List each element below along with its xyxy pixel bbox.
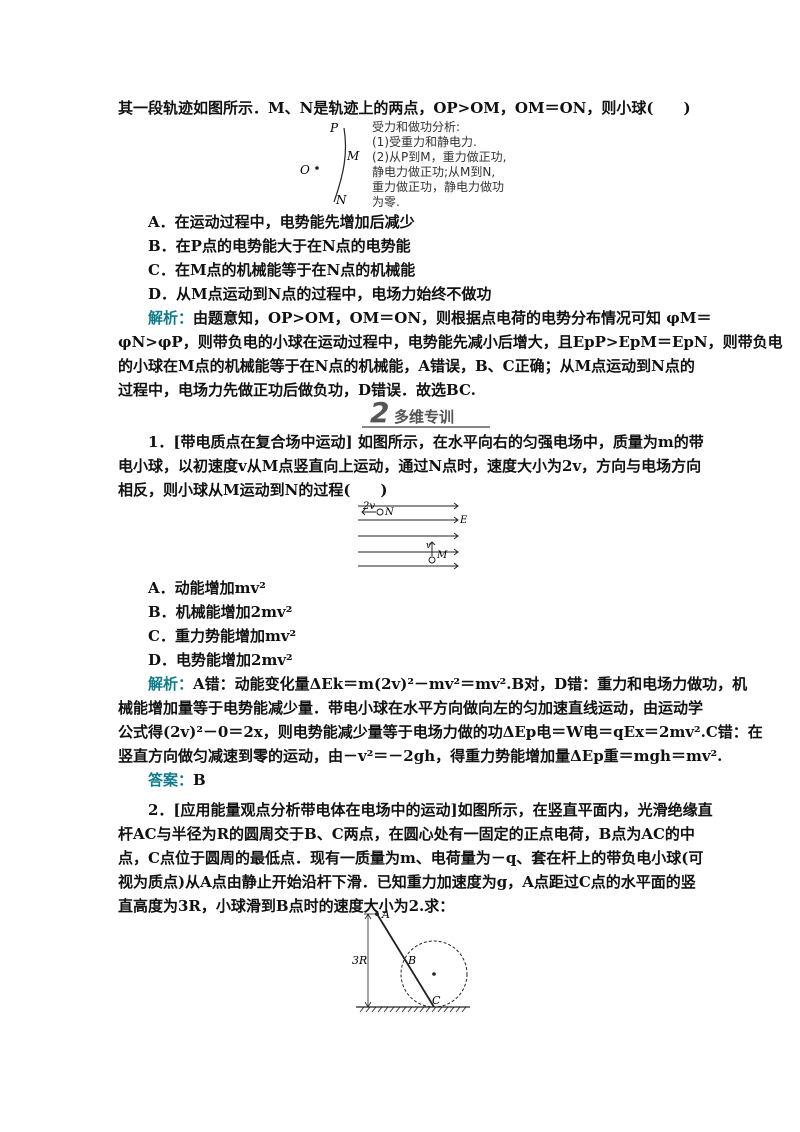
banner-number: 2 (370, 396, 390, 429)
label-n: N (335, 193, 347, 207)
label-m: M (346, 149, 360, 163)
label-p: P (329, 121, 339, 135)
q1-option-c: C．重力势能增加mv² (148, 627, 297, 645)
force-work-note: 受力和做功分析: (1)受重力和静电力. (2)从P到M，重力做正功, 静电力做… (372, 120, 507, 209)
q1-option-a: A．动能增加mv² (148, 579, 266, 597)
label-v: v (426, 541, 431, 551)
label-2v: 2v (362, 501, 375, 512)
q1-analysis-line-3: 公式得(2v)²－0＝2x，则电势能减少量等于电场力做的功ΔEp电＝W电＝qEx… (118, 723, 763, 741)
q0-option-b: B．在P点的电势能大于在N点的电势能 (148, 237, 411, 255)
q2-line-3: 点，C点位于圆周的最低点．现有一质量为m、电荷量为－q、套在杆上的带负电小球(可 (118, 849, 704, 867)
q0-option-d: D．从M点运动到N点的过程中，电场力始终不做功 (148, 285, 492, 303)
label-n2: N (384, 507, 395, 518)
section-banner: 2 多维专训 (362, 396, 492, 429)
label-c: C (432, 994, 441, 1007)
q1-option-d: D．电势能增加2mv² (148, 651, 293, 669)
label-b: B (407, 954, 416, 967)
q1-analysis-line-4: 竖直方向做匀减速到零的运动，由－v²＝－2gh，得重力势能增加量ΔEp重＝mgh… (118, 747, 723, 765)
q1-line-1: 1．[带电质点在复合场中运动] 如图所示，在水平向右的匀强电场中，质量为m的带 (148, 433, 704, 451)
label-m2: M (436, 550, 448, 561)
q0-analysis-line-3: 的小球在M点的机械能等于在N点的机械能，A错误，B、C正确；从M点运动到N点的 (118, 357, 695, 375)
q2-line-2: 杆AC与半径为R的圆周交于B、C两点，在圆心处有一固定的正点电荷，B点为AC的中 (118, 825, 695, 843)
q0-option-a: A．在运动过程中，电势能先增加后减少 (148, 213, 415, 231)
electric-field-figure: 2v N E v M (358, 501, 468, 570)
q1-line-3: 相反，则小球从M运动到N的过程( ) (118, 481, 388, 499)
q1-analysis-line-2: 械能增加量等于电势能减少量．带电小球在水平方向做向左的匀加速直线运动，由运动学 (118, 699, 704, 717)
answer-label: 答案： (148, 771, 194, 789)
analysis-label-2: 解析： (148, 675, 194, 693)
label-e: E (459, 515, 468, 526)
q0-analysis-line-4: 过程中，电场力先做正功后做负功，D错误．故选BC. (118, 381, 476, 399)
q0-option-c: C．在M点的机械能等于在N点的机械能 (148, 261, 416, 279)
q2-line-1: 2．[应用能量观点分析带电体在电场中的运动]如图所示，在竖直平面内，光滑绝缘直 (148, 801, 713, 819)
answer-value: B (193, 771, 206, 789)
q1-answer: 答案：B (148, 770, 718, 790)
trajectory-figure: P M O N (300, 121, 360, 207)
q2-line-5: 直高度为3R，小球滑到B点时的速度大小为2.求： (118, 897, 455, 915)
label-a: A (381, 908, 390, 921)
q1-analysis-line-1: 解析：A错：动能变化量ΔEk＝m(2v)²－mv²＝mv².B对，D错：重力和电… (148, 675, 748, 693)
label-3r: 3R (352, 954, 367, 967)
q0-analysis-line-2: φN>φP，则带负电的小球在运动过程中，电势能先减小后增大，且EpP>EpM＝E… (118, 333, 783, 351)
label-o: O (300, 163, 310, 177)
q1-line-2: 电小球，以初速度v从M点竖直向上运动，通过N点时，速度大小为2v，方向与电场方向 (118, 457, 702, 475)
q0-analysis-line-1: 解析：由题意知，OP>OM，OM＝ON，则根据点电荷的电势分布情况可知 φM＝ (148, 309, 712, 327)
rod-circle-figure: A B C 3R (352, 908, 470, 1013)
question-intro-line: 其一段轨迹如图所示．M、N是轨迹上的两点，OP>OM，OM＝ON，则小球( ) (118, 99, 691, 117)
q2-line-4: 视为质点)从A点由静止开始沿杆下滑．已知重力加速度为g，A点距过C点的水平面的竖 (118, 873, 696, 891)
q1-option-b: B．机械能增加2mv² (148, 603, 293, 621)
banner-title: 多维专训 (394, 408, 455, 426)
analysis-label: 解析： (148, 309, 194, 327)
